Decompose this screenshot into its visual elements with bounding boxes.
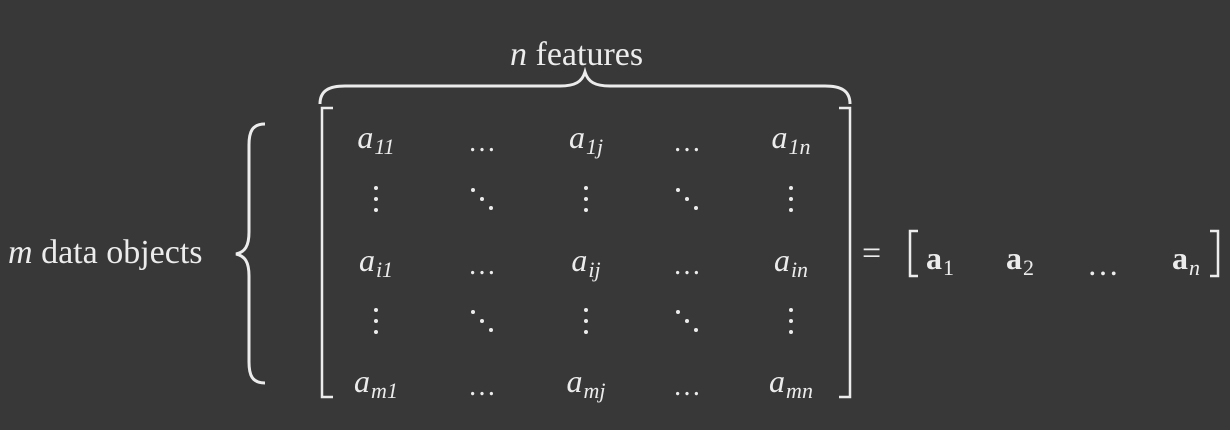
vector-subscript: 2	[1023, 255, 1034, 280]
equals-sign: =	[862, 235, 882, 272]
matrix-right-bracket	[839, 106, 852, 399]
matrix-entry: a1j	[568, 119, 603, 158]
entry-base: a	[769, 363, 786, 399]
vector-base: a	[1006, 240, 1022, 276]
diagonal-ellipsis	[675, 308, 701, 334]
vertical-ellipsis	[583, 184, 589, 214]
vector-base: a	[926, 240, 942, 276]
rowvec-left-bracket	[908, 229, 918, 278]
matrix-left-bracket	[320, 106, 333, 399]
vertical-ellipsis	[373, 184, 379, 214]
matrix-entry: ai1	[358, 242, 393, 281]
entry-subscript: i1	[375, 257, 394, 282]
horizontal-ellipsis: …	[673, 371, 703, 402]
entry-subscript: m1	[371, 378, 398, 403]
horizontal-ellipsis: …	[673, 250, 703, 281]
entry-base: a	[568, 119, 585, 155]
horizontal-ellipsis: …	[468, 371, 498, 402]
vertical-ellipsis	[788, 184, 794, 214]
horizontal-ellipsis: …	[468, 250, 498, 281]
entry-base: a	[566, 363, 583, 399]
entry-base: a	[773, 242, 790, 278]
rowvec-right-bracket	[1210, 229, 1220, 278]
column-vector: an	[1172, 240, 1200, 279]
diagonal-ellipsis	[470, 308, 496, 334]
matrix-entry: a1n	[771, 119, 811, 158]
entry-base: a	[354, 363, 371, 399]
matrix-entry: amj	[566, 363, 606, 402]
entry-base: a	[358, 242, 375, 278]
top-label: n features	[510, 38, 643, 72]
entry-subscript: 1j	[585, 134, 604, 159]
diagonal-ellipsis	[675, 186, 701, 212]
top-label-var: n	[510, 36, 527, 73]
vertical-ellipsis	[373, 306, 379, 336]
column-vector: a2	[1006, 240, 1034, 279]
top-brace	[318, 66, 852, 105]
entry-subscript: ij	[588, 257, 601, 282]
matrix-entry: amn	[769, 363, 813, 402]
horizontal-ellipsis: …	[673, 127, 703, 158]
matrix-entry: am1	[354, 363, 398, 402]
vertical-ellipsis	[583, 306, 589, 336]
entry-base: a	[771, 119, 788, 155]
entry-subscript: mj	[583, 378, 606, 403]
vertical-ellipsis	[788, 306, 794, 336]
matrix-entry: aij	[571, 242, 600, 281]
left-brace	[235, 122, 266, 385]
column-vector: a1	[926, 240, 954, 279]
left-label: m data objects	[8, 236, 203, 270]
entry-subscript: in	[790, 257, 809, 282]
horizontal-ellipsis: …	[1087, 246, 1121, 282]
top-label-text: features	[535, 36, 644, 73]
matrix-entry: ain	[773, 242, 808, 281]
vector-subscript: 1	[943, 255, 954, 280]
left-label-var: m	[8, 234, 33, 271]
horizontal-ellipsis: …	[468, 127, 498, 158]
vector-subscript: n	[1189, 255, 1200, 280]
entry-subscript: mn	[786, 378, 813, 403]
entry-subscript: 1n	[788, 134, 811, 159]
entry-base: a	[357, 119, 374, 155]
vector-base: a	[1172, 240, 1188, 276]
diagonal-ellipsis	[470, 186, 496, 212]
matrix-entry: a11	[357, 119, 394, 158]
entry-base: a	[571, 242, 588, 278]
left-label-text: data objects	[41, 234, 203, 271]
entry-subscript: 11	[374, 134, 395, 159]
